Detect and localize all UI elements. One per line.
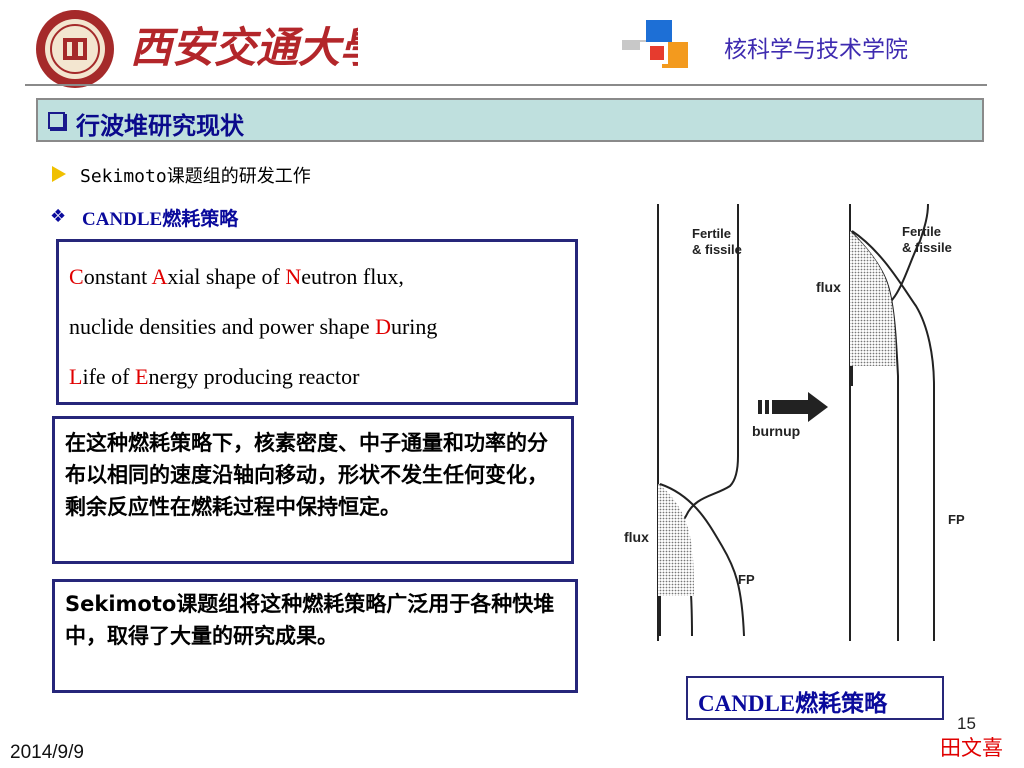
right-fp-curve: [851, 230, 935, 641]
figure-caption: CANDLE燃耗策略: [698, 691, 888, 716]
acronym-letter: L: [69, 364, 83, 389]
definition-text: eutron flux,: [301, 264, 404, 289]
burnup-arrow-icon: [758, 392, 828, 422]
definition-text: uring: [390, 314, 438, 339]
author-name: 田文喜: [940, 736, 1003, 760]
svg-text:西安交通大學: 西安交通大學: [130, 23, 358, 72]
acronym-letter: D: [375, 314, 391, 339]
research-result: Sekimoto课题组将这种燃耗策略广泛用于各种快堆中，取得了大量的研究成果。: [65, 592, 555, 648]
slide-date: 2014/9/9: [10, 742, 84, 763]
burnup-label: burnup: [752, 423, 800, 439]
diamond-bullet-icon: ❖: [50, 206, 67, 227]
university-calligraphy-logo: 西安交通大學: [130, 23, 358, 72]
left-fp-curve: [659, 483, 745, 637]
university-seal-logo: [36, 10, 114, 88]
definition-text: nergy producing reactor: [148, 364, 360, 389]
definition-text: xial shape of: [167, 264, 286, 289]
left-flux-shaded: [658, 484, 694, 596]
college-name: 核科学与技术学院: [724, 37, 908, 63]
strategy-description-box: 在这种燃耗策略下，核素密度、中子通量和功率的分布以相同的速度沿轴向移动，形状不发…: [52, 416, 574, 564]
page-number: 15: [957, 714, 976, 733]
definition-text: onstant: [83, 264, 152, 289]
acronym-letter: A: [151, 264, 168, 289]
acronym-letter: E: [134, 364, 149, 389]
right-flux-shaded: [850, 231, 896, 366]
left-fertile-label: Fertile: [692, 226, 731, 241]
definition-line-2: nuclide densities and power shape During: [69, 314, 437, 340]
candle-burnup-figure: Fertile & fissile flux FP Fertile & fiss…: [624, 203, 965, 641]
figure-caption-box: CANDLE燃耗策略: [686, 676, 944, 720]
decorative-squares: [622, 20, 688, 68]
definition-text: nuclide densities and power shape: [69, 314, 376, 339]
slide-title-bar: 行波堆研究现状: [36, 98, 984, 142]
slide-title: 行波堆研究现状: [76, 112, 244, 140]
right-fertile-label: Fertile: [902, 224, 941, 239]
research-result-box: Sekimoto课题组将这种燃耗策略广泛用于各种快堆中，取得了大量的研究成果。: [52, 579, 578, 693]
definition-line-1: Constant Axial shape of Neutron flux,: [69, 264, 404, 290]
header-divider: [25, 84, 987, 86]
checkbox-icon: [48, 112, 65, 129]
arrow-bullet-icon: [52, 166, 66, 182]
strategy-description: 在这种燃耗策略下，核素密度、中子通量和功率的分布以相同的速度沿轴向移动，形状不发…: [65, 431, 548, 519]
bullet-sekimoto: Sekimoto课题组的研发工作: [80, 166, 311, 187]
bullet-candle: CANDLE燃耗策略: [82, 209, 239, 230]
left-fp-label: FP: [738, 572, 755, 587]
definition-line-3: Life of Energy producing reactor: [69, 364, 359, 390]
left-fissile-label: & fissile: [692, 242, 742, 257]
right-fissile-label: & fissile: [902, 240, 952, 255]
acronym-letter: C: [69, 264, 84, 289]
acronym-letter: N: [285, 264, 302, 289]
right-fp-label: FP: [948, 512, 965, 527]
right-flux-label: flux: [816, 279, 841, 295]
left-flux-label: flux: [624, 529, 649, 545]
definition-text: ife of: [82, 364, 135, 389]
candle-definition-box: Constant Axial shape of Neutron flux, nu…: [56, 239, 578, 405]
